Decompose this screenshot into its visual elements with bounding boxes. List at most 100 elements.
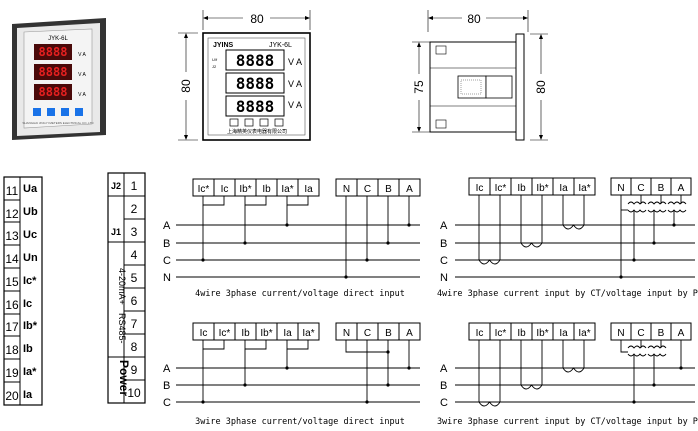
d2-caption: 4wire 3phase current input by CT/voltage… [437, 289, 698, 299]
mid-j2-label: J2 [111, 181, 121, 191]
front-side-label-1: U/f [212, 57, 218, 62]
terminal-num-13: 13 [5, 229, 19, 243]
d2-vterm-n: N [617, 183, 624, 194]
terminal-num-12: 12 [5, 207, 19, 221]
d1-term-1: Ic* [198, 184, 210, 195]
mid-terminal-10: 10 [127, 386, 141, 400]
front-unit-3: V A [288, 100, 302, 110]
d2-term-4: Ib* [536, 183, 548, 194]
terminal-num-19: 19 [5, 366, 19, 380]
mid-terminal-1: 1 [131, 179, 138, 193]
photo-unit-2: V A [78, 72, 86, 78]
d1-line-b: B [163, 238, 170, 250]
d4-vterm-n: N [617, 328, 624, 339]
d3-vterm-a: A [406, 328, 413, 339]
mid-terminal-8: 8 [131, 340, 138, 354]
side-width-dim: 80 [467, 12, 481, 26]
d3-caption: 3wire 3phase current/voltage direct inpu… [195, 417, 405, 427]
d4-term-2: Ic* [495, 328, 507, 339]
front-digits-3: 8888 [236, 97, 275, 116]
terminal-label-ub: Ub [23, 206, 38, 218]
mid-analog-label: 4-20mA+ [117, 268, 127, 305]
terminal-label-ic: Ic [23, 298, 32, 310]
terminal-label-un: Un [23, 252, 38, 264]
front-unit-2: V A [288, 79, 302, 89]
terminal-strip-left: 11 12 13 14 15 16 17 18 19 20 Ua Ub Uc U… [3, 176, 43, 406]
front-side-label-2: J2 [212, 64, 217, 69]
terminal-num-20: 20 [5, 389, 19, 403]
mid-terminal-3: 3 [131, 225, 138, 239]
terminal-num-14: 14 [5, 252, 19, 266]
mid-terminal-7: 7 [131, 317, 138, 331]
d4-vterm-a: A [678, 328, 685, 339]
d3-term-2: Ic* [219, 328, 231, 339]
terminal-label-uc: Uc [23, 229, 37, 241]
photo-digits-3: 8888 [39, 85, 68, 99]
d3-line-a: A [163, 363, 171, 375]
d3-term-1: Ic [200, 328, 208, 339]
d4-term-4: Ib* [536, 328, 548, 339]
diagram-4w-direct: Ic* Ic Ib* Ib Ia* Ia N C B A A B [163, 178, 421, 299]
terminal-strip-mid: J2 J1 4-20mA+ RS485- Power 1 2 3 4 5 6 7… [107, 172, 146, 404]
front-footer: 上海精英仪表电器有限公司 [227, 128, 287, 135]
d2-vterm-b: B [658, 183, 665, 194]
diagram-3w-direct: Ic Ic* Ib Ib* Ia Ia* N C B A A [163, 322, 421, 427]
d2-term-1: Ic [476, 183, 484, 194]
d4-line-c: C [440, 397, 448, 409]
front-width-dim: 80 [250, 12, 264, 26]
d1-term-4: Ib [262, 184, 271, 195]
photo-footer: SHANGHAI JINGYI METERS ELECTRICAL CO.,LT… [22, 121, 94, 125]
terminal-num-11: 11 [6, 184, 19, 198]
mid-terminal-9: 9 [131, 363, 138, 377]
side-height-dim: 80 [534, 80, 548, 94]
d1-term-2: Ic [221, 184, 229, 195]
d1-vterm-b: B [385, 184, 392, 195]
d1-line-c: C [163, 255, 171, 267]
mid-terminal-5: 5 [131, 271, 138, 285]
d4-caption: 3wire 3phase current input by CT/voltage… [437, 417, 698, 427]
front-height-dim: 80 [179, 79, 193, 93]
d2-term-3: Ib [517, 183, 526, 194]
d4-term-6: Ia* [578, 328, 590, 339]
d2-line-b: B [440, 238, 447, 250]
d1-vterm-c: C [364, 184, 371, 195]
photo-button-1 [33, 108, 41, 116]
mid-terminal-4: 4 [131, 248, 138, 262]
d3-line-c: C [163, 397, 171, 409]
d2-line-a: A [440, 220, 448, 232]
diagram-4w-ct: Ic Ic* Ib Ib* Ia Ia* N C B A [437, 177, 698, 299]
terminal-label-ib-star: Ib* [23, 320, 38, 332]
d3-term-4: Ib* [260, 328, 272, 339]
photo-button-4 [75, 108, 83, 116]
d2-term-6: Ia* [578, 183, 590, 194]
d2-vterm-c: C [637, 183, 644, 194]
photo-unit-1: V A [78, 52, 86, 58]
d1-term-6: Ia [304, 184, 313, 195]
photo-button-3 [61, 108, 69, 116]
d4-term-1: Ic [476, 328, 484, 339]
side-view-drawing: 80 75 80 [412, 10, 548, 141]
d2-term-2: Ic* [495, 183, 507, 194]
d3-line-b: B [163, 380, 170, 392]
d3-vterm-b: B [385, 328, 392, 339]
front-key-3 [259, 118, 269, 127]
d1-term-5: Ia* [281, 184, 293, 195]
d3-term-3: Ib [241, 328, 250, 339]
d1-caption: 4wire 3phase current/voltage direct inpu… [195, 289, 405, 299]
front-model: JYK-6L [269, 42, 292, 49]
d4-vterm-c: C [637, 328, 644, 339]
mid-terminal-6: 6 [131, 294, 138, 308]
mid-rs485-label: RS485- [117, 313, 127, 344]
d1-vterm-a: A [406, 184, 413, 195]
d3-vterm-c: C [364, 328, 371, 339]
terminal-label-ua: Ua [23, 183, 38, 195]
front-digits-1: 8888 [236, 51, 275, 70]
front-brand: JYINS [213, 42, 234, 49]
d1-vterm-n: N [343, 184, 350, 195]
d1-line-n: N [163, 272, 171, 284]
front-key-2 [244, 118, 254, 127]
d3-vterm-n: N [343, 328, 350, 339]
terminal-label-ia-star: Ia* [23, 366, 37, 378]
photo-digits-2: 8888 [39, 65, 68, 79]
